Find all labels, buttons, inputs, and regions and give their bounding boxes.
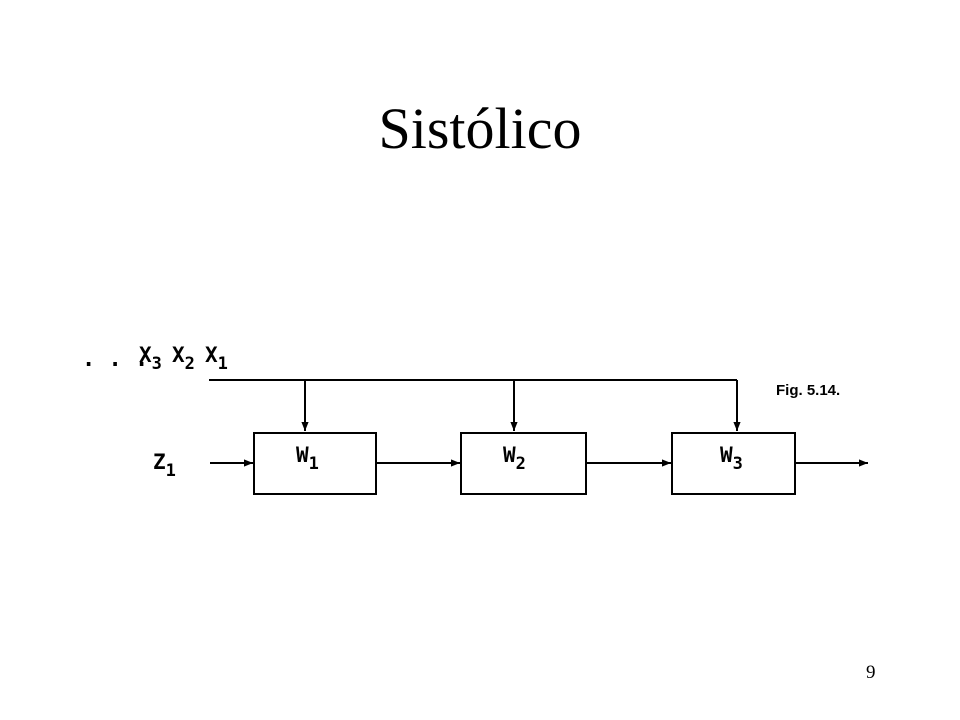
cell-w1-label: W1 <box>296 443 319 474</box>
slide-title: Sistólico <box>378 96 582 161</box>
input-stream-label: . . . X3 X2 X1 <box>82 343 228 374</box>
cell-w3-box <box>671 432 796 495</box>
cell-w2-label: W2 <box>503 443 526 474</box>
input-x3-label: X3 <box>139 343 162 374</box>
ellipsis-label: . . . <box>82 347 148 372</box>
side-input-label: Z1 <box>153 450 176 481</box>
input-x1-label: X1 <box>205 343 228 374</box>
figure-caption: Fig. 5.14. <box>776 382 840 399</box>
cell-w2-box <box>460 432 587 495</box>
input-x2-label: X2 <box>172 343 195 374</box>
page-number: 9 <box>866 662 876 683</box>
cell-w3-label: W3 <box>720 443 743 474</box>
